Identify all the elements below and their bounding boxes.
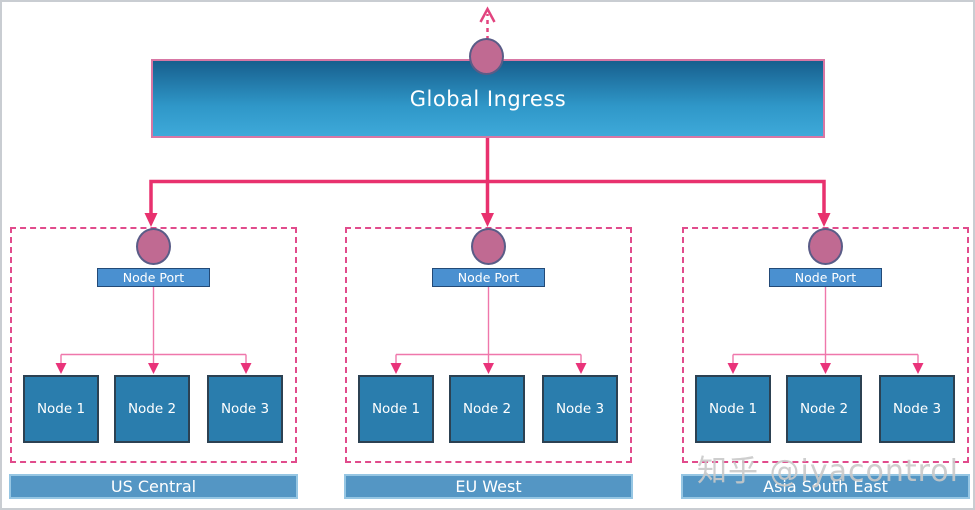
node-port-box: Node Port <box>97 268 210 287</box>
node-label: Node 2 <box>799 401 849 417</box>
node-label: Node 1 <box>36 401 86 417</box>
trunk-line <box>149 137 826 216</box>
node-box: Node 3 <box>879 375 955 443</box>
node-box: Node 1 <box>695 375 771 443</box>
node-box: Node 3 <box>207 375 283 443</box>
trunk-arrowhead-icon <box>817 213 831 227</box>
node-label: Node 2 <box>127 401 177 417</box>
region-label: US Central <box>110 477 197 496</box>
node-label: Node 3 <box>555 401 605 417</box>
global-ingress-endpoint-circle <box>469 38 504 75</box>
node-box: Node 2 <box>786 375 862 443</box>
node-label: Node 1 <box>708 401 758 417</box>
global-ingress-label: Global Ingress <box>409 86 567 111</box>
node-label: Node 3 <box>220 401 270 417</box>
node-label: Node 3 <box>892 401 942 417</box>
region-endpoint-circle <box>136 228 171 265</box>
node-label: Node 2 <box>462 401 512 417</box>
trunk-arrowhead-icon <box>144 213 158 227</box>
region-eu-west: Node Port Node 1 Node 2 Node 3 EU West <box>344 227 633 510</box>
region-label-bar: US Central <box>9 474 298 499</box>
node-port-box: Node Port <box>432 268 545 287</box>
node-box: Node 1 <box>23 375 99 443</box>
node-port-label: Node Port <box>794 270 857 285</box>
region-asia-south-east: Node Port Node 1 Node 2 Node 3 Asia Sout… <box>681 227 970 510</box>
node-box: Node 2 <box>114 375 190 443</box>
node-box: Node 1 <box>358 375 434 443</box>
region-label: EU West <box>455 477 522 496</box>
node-port-label: Node Port <box>457 270 520 285</box>
node-box: Node 2 <box>449 375 525 443</box>
node-box: Node 3 <box>542 375 618 443</box>
region-label-bar: EU West <box>344 474 633 499</box>
node-port-box: Node Port <box>769 268 882 287</box>
node-label: Node 1 <box>371 401 421 417</box>
up-arrowhead-icon <box>479 6 496 23</box>
node-port-label: Node Port <box>122 270 185 285</box>
region-label: Asia South East <box>763 477 888 496</box>
region-endpoint-circle <box>471 228 506 265</box>
trunk-arrowhead-icon <box>481 213 494 227</box>
region-endpoint-circle <box>808 228 843 265</box>
region-label-bar: Asia South East <box>681 474 970 499</box>
region-us-central: Node Port Node 1 Node 2 Node 3 US Centra… <box>9 227 298 510</box>
